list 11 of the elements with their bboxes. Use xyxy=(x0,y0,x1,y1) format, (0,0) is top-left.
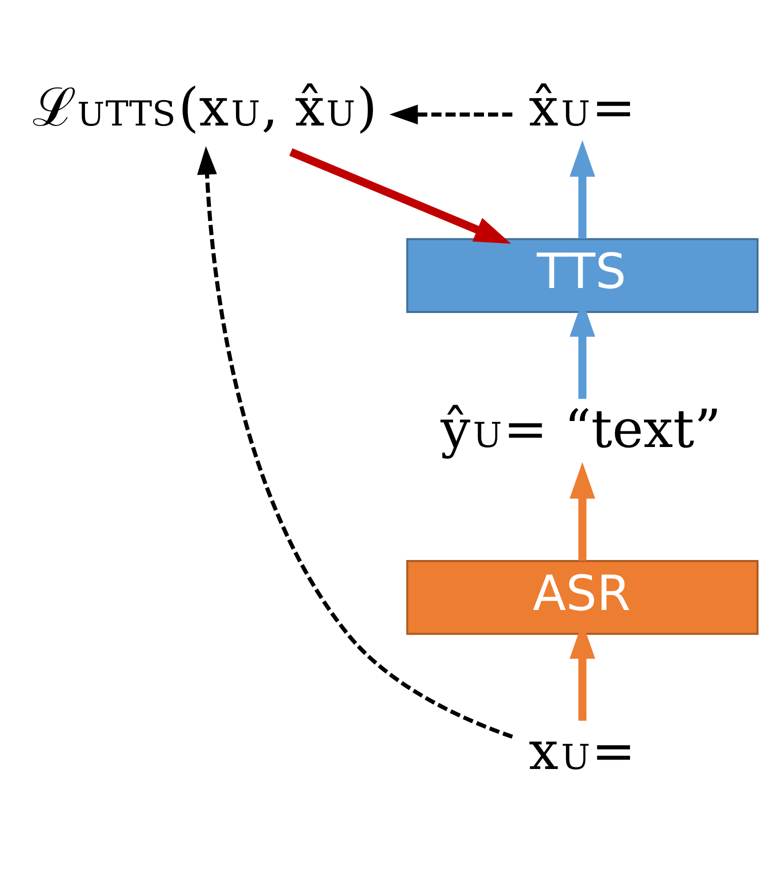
node-text: ℒUTTS(xU, x̂U) xyxy=(32,76,378,138)
arrow xyxy=(289,148,512,244)
node-text: xU= xyxy=(528,720,636,782)
arrow xyxy=(570,462,596,560)
node-box: TTS xyxy=(406,238,759,312)
arrow xyxy=(570,140,596,238)
node-text: x̂U= xyxy=(528,76,636,138)
arrow xyxy=(389,104,512,124)
node-box: ASR xyxy=(406,560,759,634)
node-text: ŷU= “text” xyxy=(440,398,722,460)
arrow xyxy=(197,146,514,738)
